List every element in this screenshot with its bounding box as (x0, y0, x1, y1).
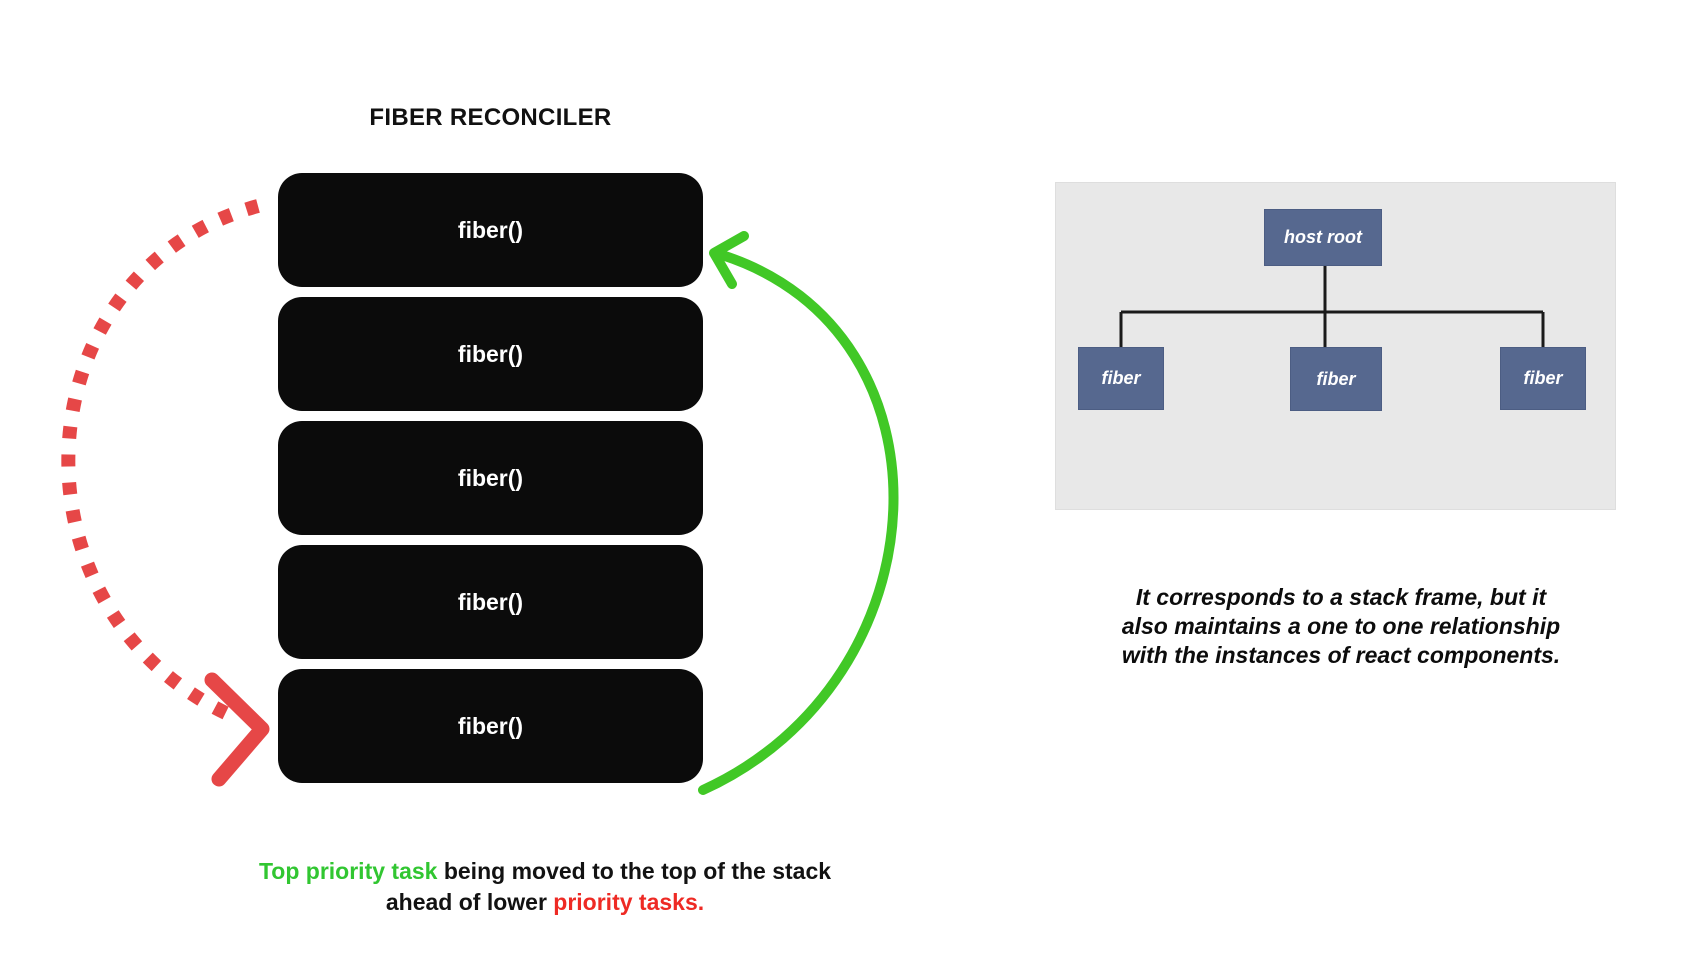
stack-frame: fiber() (278, 297, 703, 411)
red-arrowhead-icon (204, 672, 270, 787)
tree-caption-line: with the instances of react components. (1121, 642, 1561, 668)
green-arrowhead-icon (709, 231, 749, 289)
page-title: FIBER RECONCILER (369, 104, 612, 131)
tree-caption: It corresponds to a stack frame, but it … (1091, 583, 1591, 670)
red-dashed-arrow-icon (61, 199, 260, 723)
stack-caption: Top priority task being moved to the top… (225, 856, 865, 918)
caption-red-text: priority tasks. (553, 889, 705, 915)
tree-caption-line: also maintains a one to one relationship (1121, 613, 1561, 639)
tree-node-fiber: fiber (1078, 347, 1164, 410)
stack-frame: fiber() (278, 545, 703, 659)
fiber-stack: fiber() fiber() fiber() fiber() fiber() (278, 173, 703, 793)
green-arrow-icon (698, 250, 899, 795)
tree-node-host-root: host root (1264, 209, 1382, 266)
tree-node-fiber: fiber (1500, 347, 1586, 410)
caption-green-text: Top priority task (258, 858, 438, 884)
tree-caption-line: It corresponds to a stack frame, but it (1135, 584, 1547, 610)
tree-node-fiber: fiber (1290, 347, 1382, 411)
stack-frame: fiber() (278, 421, 703, 535)
stack-frame: fiber() (278, 669, 703, 783)
stack-frame: fiber() (278, 173, 703, 287)
caption-black-text: being moved to the top of the stack ahea… (385, 858, 832, 915)
